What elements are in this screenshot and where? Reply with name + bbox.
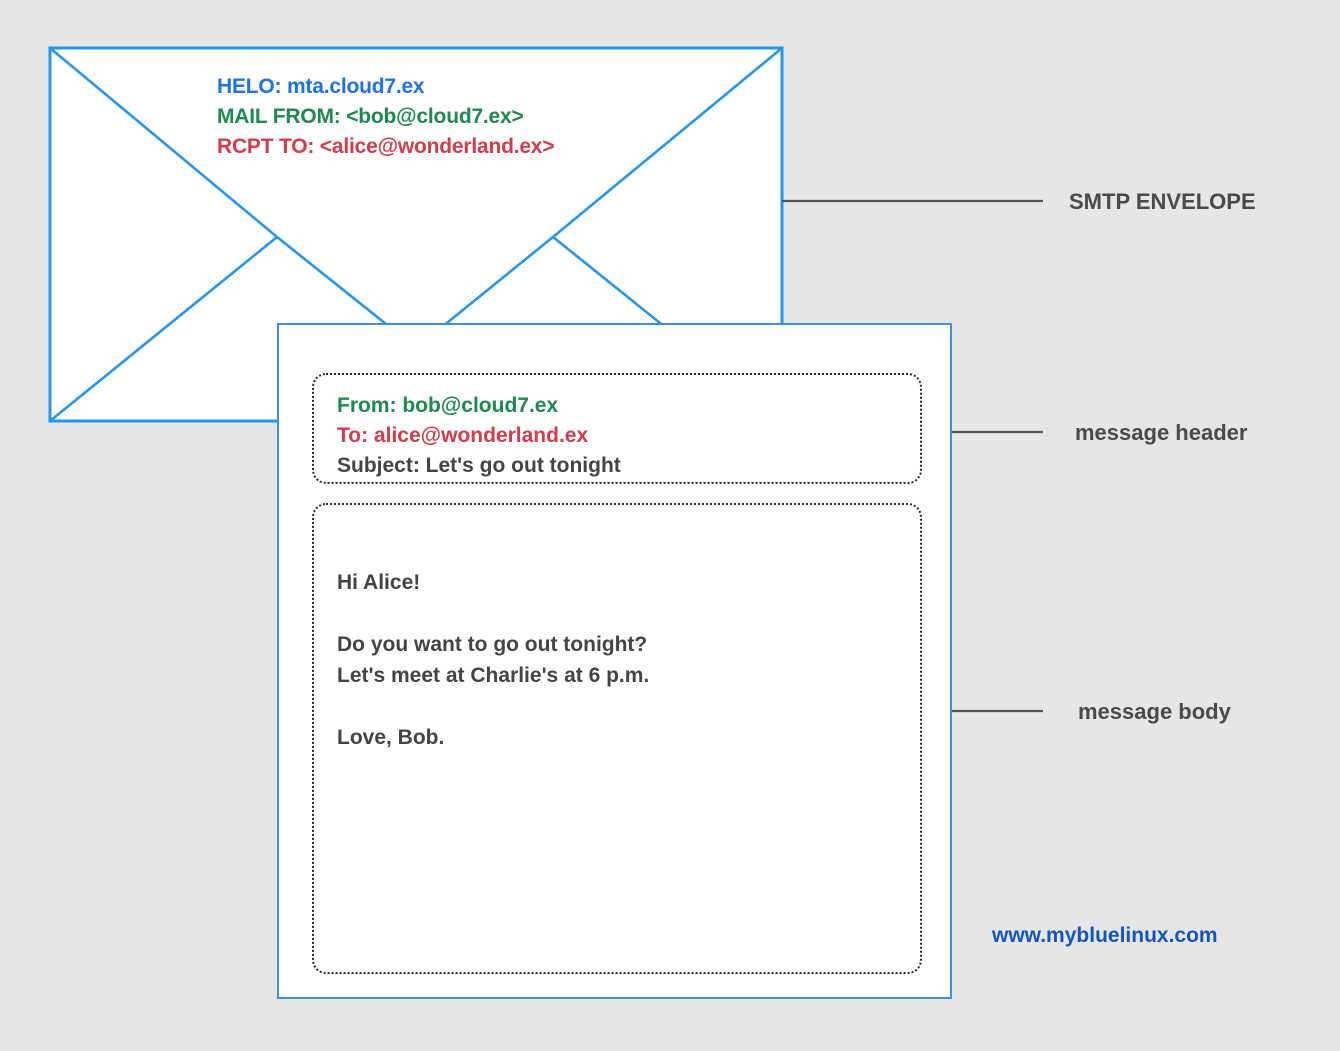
header-to-line: To: alice@wonderland.ex — [337, 424, 589, 447]
envelope-fold-top-right — [552, 46, 783, 239]
smtp-envelope-commands: HELO: mta.cloud7.ex MAIL FROM: <bob@clou… — [217, 72, 555, 162]
annotation-label-smtp-envelope: SMTP ENVELOPE — [1069, 189, 1256, 214]
header-from-line: From: bob@cloud7.ex — [337, 394, 559, 417]
header-subject-line: Subject: Let's go out tonight — [337, 454, 621, 477]
message-header-box: From: bob@cloud7.ex To: alice@wonderland… — [312, 373, 922, 484]
message-card: From: bob@cloud7.ex To: alice@wonderland… — [277, 323, 952, 999]
smtp-mail-from-line: MAIL FROM: <bob@cloud7.ex> — [217, 105, 524, 128]
site-url-watermark: www.mybluelinux.com — [992, 924, 1218, 947]
envelope-fold-top-left — [49, 47, 278, 238]
annotation-label-message-header: message header — [1075, 420, 1248, 445]
smtp-rcpt-to-line: RCPT TO: <alice@wonderland.ex> — [217, 135, 555, 158]
envelope-fold-bottom-left — [49, 235, 278, 423]
message-body-box: Hi Alice! Do you want to go out tonight?… — [312, 503, 922, 974]
message-header-lines: From: bob@cloud7.ex To: alice@wonderland… — [337, 391, 621, 481]
message-body-text: Hi Alice! Do you want to go out tonight?… — [337, 571, 650, 749]
smtp-helo-line: HELO: mta.cloud7.ex — [217, 75, 425, 98]
annotation-label-message-body: message body — [1078, 699, 1231, 724]
